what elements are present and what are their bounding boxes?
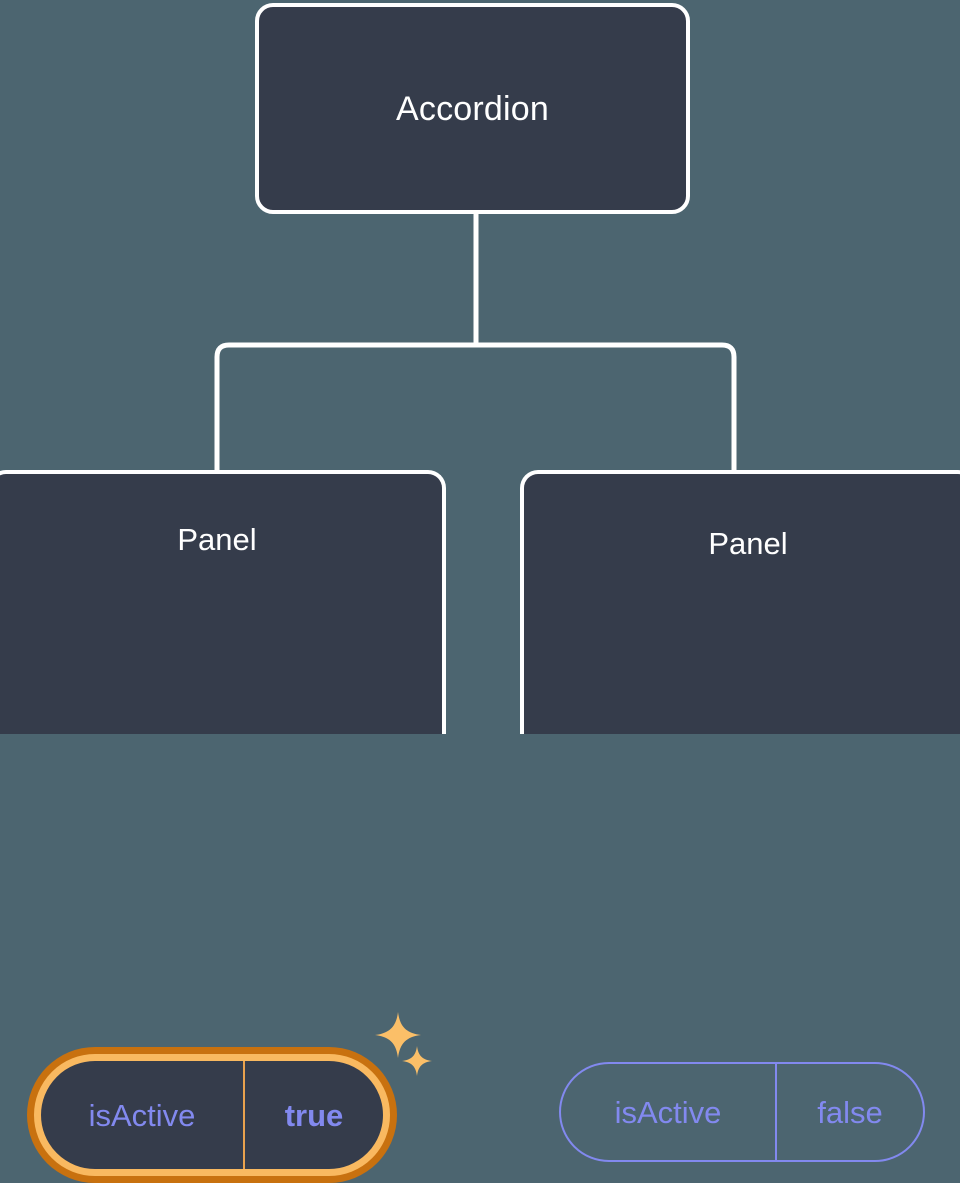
connector-child-bus <box>214 342 737 472</box>
node-accordion-title: Accordion <box>396 89 549 128</box>
node-panel-active[interactable]: Panel isActive true <box>0 470 446 1183</box>
prop-value-label: false <box>817 1094 883 1130</box>
prop-key-label: isActive <box>561 1064 777 1160</box>
prop-pill-isactive-true[interactable]: isActive true <box>27 1047 397 1183</box>
sparkle-small-icon <box>402 1046 432 1076</box>
node-accordion[interactable]: Accordion <box>255 3 690 214</box>
prop-value-label: true <box>284 1097 344 1133</box>
sparkle-large-icon <box>375 1012 421 1058</box>
node-panel-inactive-title: Panel <box>708 526 788 561</box>
diagram-canvas: Accordion Panel isActive true Panel isAc… <box>0 3 960 1183</box>
prop-key-label: isActive <box>41 1061 245 1169</box>
prop-pill-isactive-false[interactable]: isActive false <box>559 1062 925 1162</box>
prop-pill-inner-ring: isActive true <box>34 1054 390 1176</box>
node-panel-inactive[interactable]: Panel isActive false <box>520 470 960 1162</box>
node-panel-active-title: Panel <box>177 522 257 557</box>
